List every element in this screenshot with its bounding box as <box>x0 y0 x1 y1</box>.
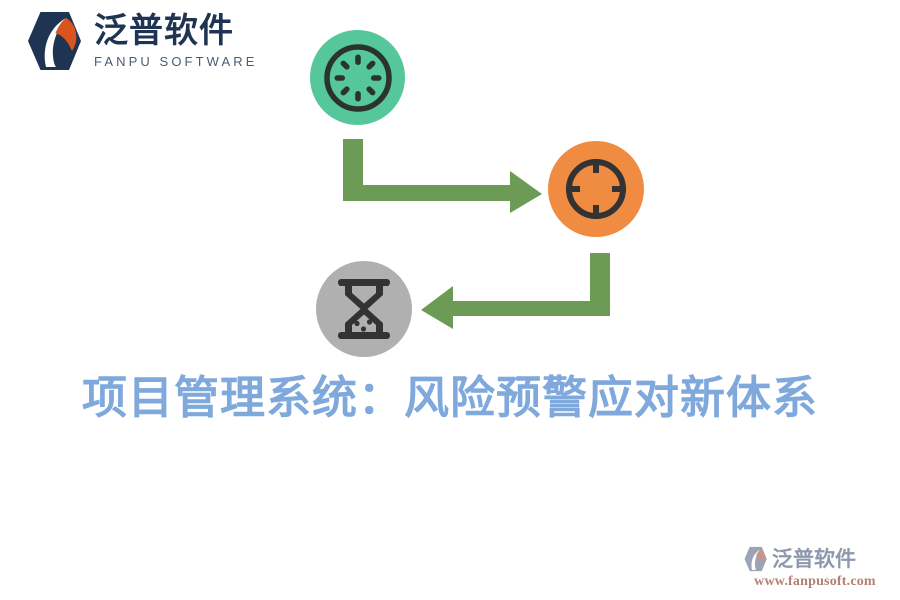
watermark-url: www.fanpusoft.com <box>754 574 876 589</box>
brand-logo: 泛普软件 FANPU SOFTWARE <box>22 10 258 72</box>
crosshair-target-icon <box>561 154 631 224</box>
elbow-arrow-right-icon <box>343 139 543 218</box>
elbow-arrow-left-icon <box>420 253 610 334</box>
watermark: 泛普软件 www.fanpusoft.com <box>742 546 888 590</box>
flow-node-target[interactable] <box>548 141 644 237</box>
hourglass-icon <box>335 278 393 340</box>
flow-node-initiate[interactable] <box>310 30 405 125</box>
brand-wordmark: 泛普软件 FANPU SOFTWARE <box>94 14 258 68</box>
page-title: 项目管理系统：风险预警应对新体系 <box>81 371 818 424</box>
spinner-icon <box>321 41 395 115</box>
watermark-name-cn: 泛普软件 <box>772 546 856 571</box>
flow-node-pending[interactable] <box>316 261 412 357</box>
watermark-brand-row: 泛普软件 <box>742 546 888 572</box>
fanpu-hexagon-logo-icon <box>22 10 84 72</box>
flow-diagram <box>310 30 644 357</box>
fanpu-watermark-logo-icon <box>742 546 768 572</box>
brand-name-cn: 泛普软件 <box>94 11 234 51</box>
brand-name-en: FANPU SOFTWARE <box>94 54 258 69</box>
